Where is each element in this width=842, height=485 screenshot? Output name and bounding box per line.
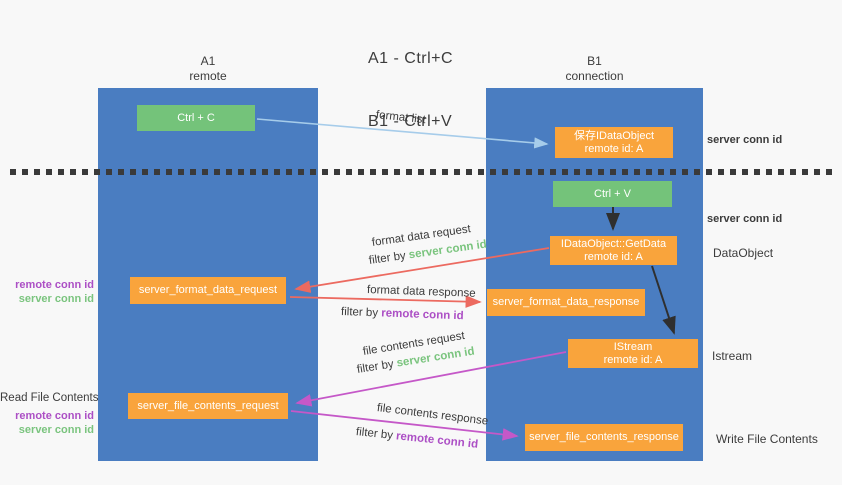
server-format-data-request-label: server_format_data_request (138, 284, 278, 296)
title-line-1: A1 - Ctrl+C (368, 50, 454, 67)
ctrl-v-node: Ctrl + V (553, 181, 672, 207)
remote-conn-id-keyword: remote conn id (395, 430, 479, 451)
dataobject-label: DataObject (713, 246, 774, 260)
lane-header-a1: A1 remote (98, 54, 318, 84)
server-file-contents-response-node: server_file_contents_response (525, 424, 683, 451)
istream-side-label: Istream (712, 349, 753, 363)
save-dataobject-node: 保存IDataObject remote id: A (555, 127, 673, 158)
server-conn-id-label-mid: server conn id (707, 213, 783, 225)
save-dataobject-line2: remote id: A (584, 142, 644, 155)
ctrl-v-label: Ctrl + V (594, 187, 631, 200)
filter-by-text: filter by (356, 357, 398, 376)
getdata-node: IDataObject::GetData remote id: A (550, 236, 677, 265)
remote-conn-id-keyword: remote conn id (381, 307, 464, 323)
diagram-title: A1 - Ctrl+C B1 - Ctrl+V (368, 6, 453, 174)
istream-line1: IStream (613, 340, 653, 353)
lane-a1-subtitle: remote (189, 69, 227, 83)
server-file-contents-request-node: server_file_contents_request (128, 393, 288, 419)
file-response-filter-label: filter by remote conn id (355, 426, 478, 451)
server-file-contents-response-label: server_file_contents_response (529, 431, 679, 443)
filter-by-text: filter by (368, 249, 410, 267)
getdata-line1: IDataObject::GetData (560, 237, 667, 250)
server-format-data-response-label: server_format_data_response (492, 296, 640, 308)
server-conn-id-label-top: server conn id (707, 134, 783, 146)
dotted-separator-line (10, 169, 836, 175)
lane-header-b1: B1 connection (486, 54, 703, 84)
filter-by-text: filter by (340, 306, 382, 320)
remote-conn-id-label-format: remote conn id (15, 279, 94, 291)
istream-node: IStream remote id: A (568, 339, 698, 368)
server-conn-id-label-format: server conn id (18, 293, 94, 305)
lane-b1-subtitle: connection (565, 69, 624, 83)
server-format-data-response-node: server_format_data_response (487, 289, 645, 316)
ctrl-c-label: Ctrl + C (177, 111, 215, 124)
server-format-data-request-node: server_format_data_request (130, 277, 286, 304)
server-file-contents-request-label: server_file_contents_request (137, 399, 279, 412)
save-dataobject-line1: 保存IDataObject (573, 129, 655, 142)
getdata-line2: remote id: A (584, 250, 643, 263)
lane-b1-name: B1 (587, 54, 602, 68)
format-response-filter-label: filter by remote conn id (341, 306, 464, 322)
lane-a1-name: A1 (200, 54, 216, 68)
write-file-contents-label: Write File Contents (716, 432, 818, 446)
istream-line2: remote id: A (603, 353, 663, 366)
format-data-response-label: format data response (366, 284, 476, 300)
ctrl-c-node: Ctrl + C (137, 105, 255, 131)
file-contents-response-label: file contents response (376, 402, 489, 428)
remote-conn-id-label-file: remote conn id (15, 410, 94, 422)
read-file-contents-label: Read File Contents (0, 392, 99, 404)
server-conn-id-label-file: server conn id (18, 424, 94, 436)
filter-by-text: filter by (355, 426, 397, 443)
